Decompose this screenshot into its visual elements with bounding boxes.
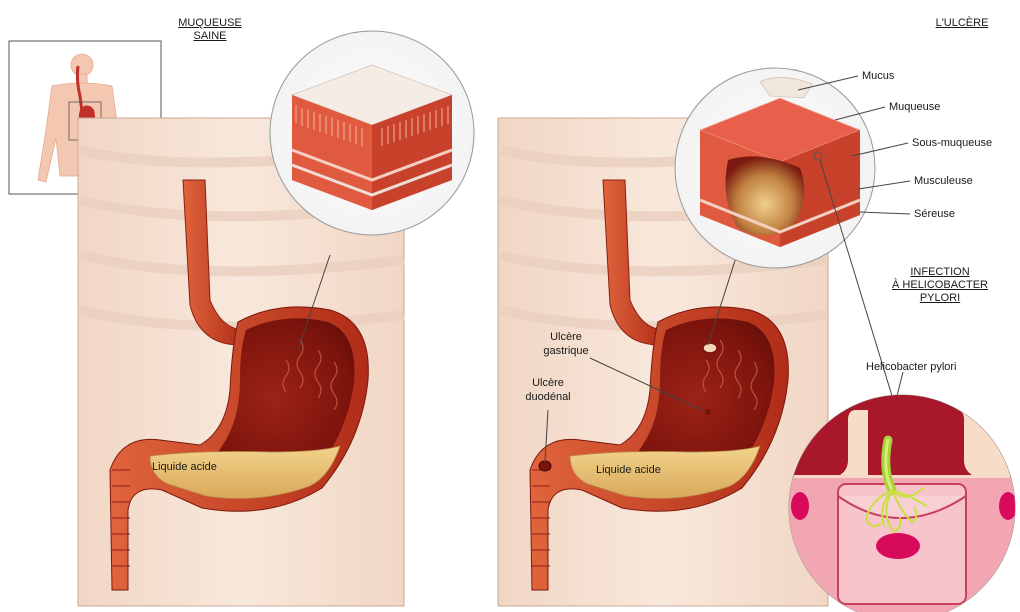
label-liquide-acide-right: Liquide acide [596, 463, 661, 477]
helicobacter-circle [789, 395, 1017, 612]
label-helicobacter: Helicobacter pylori [866, 360, 956, 374]
label-musculeuse: Musculeuse [914, 174, 973, 188]
header-healthy-mucosa: MUQUEUSE SAINE [175, 17, 245, 43]
cell-nucleus [876, 533, 920, 559]
healthy-mucosa-circle [270, 31, 474, 235]
header-ulcer: L'ULCÈRE [922, 17, 1002, 30]
ulcer-crater [726, 156, 805, 235]
label-ulcere-gastrique: Ulcère gastrique [536, 330, 596, 358]
label-ulcere-gastrique-line2: gastrique [536, 344, 596, 358]
label-sereuse: Séreuse [914, 207, 955, 221]
header-infection: INFECTION À HELICOBACTER PYLORI [885, 266, 995, 305]
label-muqueuse: Muqueuse [889, 100, 940, 114]
header-infection-line2: À HELICOBACTER [885, 279, 995, 292]
label-liquide-acide-left: Liquide acide [152, 460, 217, 474]
header-infection-line3: PYLORI [885, 292, 995, 305]
label-ulcere-gastrique-line1: Ulcère [536, 330, 596, 344]
label-mucus: Mucus [862, 69, 894, 83]
label-ulcere-duodenal: Ulcère duodénal [518, 376, 578, 404]
ulcer-mucosa-circle [675, 68, 875, 268]
header-healthy-line2: SAINE [175, 30, 245, 43]
header-healthy-line1: MUQUEUSE [175, 17, 245, 30]
header-infection-line1: INFECTION [885, 266, 995, 279]
duodenal-ulcer-spot [539, 461, 551, 471]
label-ulcere-duodenal-line1: Ulcère [518, 376, 578, 390]
label-sous-muqueuse: Sous-muqueuse [912, 136, 992, 150]
label-ulcere-duodenal-line2: duodénal [518, 390, 578, 404]
gastric-ulcer-spot [703, 343, 717, 353]
